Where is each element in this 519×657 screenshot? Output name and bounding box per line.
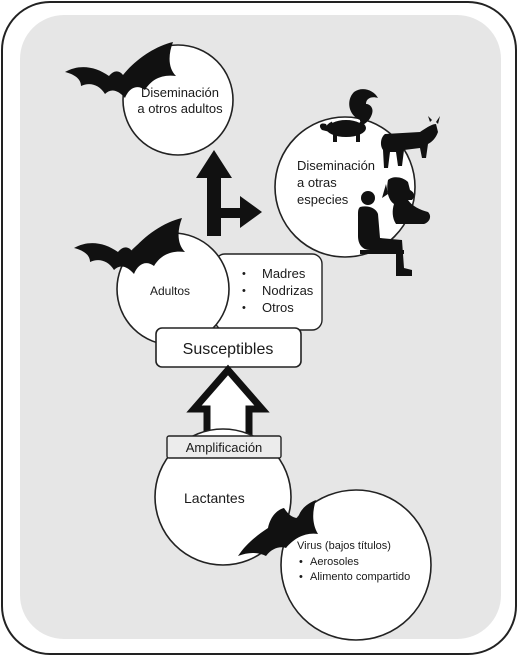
adult-type-item: Madres [262,266,306,281]
lactantes-label: Lactantes [184,490,245,506]
dissemination-species-line2: a otras [297,175,337,190]
dissemination-adults-line1: Diseminación [141,85,219,100]
amplification-box [166,435,282,459]
lactantes-circle [154,428,292,566]
bullet: • [299,571,303,583]
adults-label: Adultos [150,284,190,298]
dissemination-species-circle [274,116,416,258]
transmission-circle [280,489,432,641]
amplification-label: Amplificación [186,440,263,455]
bullet: • [299,556,303,568]
dog-icon [382,177,431,224]
cow-icon [380,116,440,168]
susceptibles-label: Susceptibles [183,341,274,358]
dissemination-species-line3: especies [297,192,349,207]
transmission-item: Virus (bajos títulos) [297,540,391,552]
dissemination-species-line1: Diseminación [297,158,375,173]
bullet: • [242,302,246,314]
split-arrow [196,150,262,236]
bat-icon [238,500,318,556]
adult-type-item: Otros [262,300,294,315]
transmission-item: Aerosoles [310,556,359,568]
bullet: • [242,285,246,297]
transmission-item: Alimento compartido [310,571,410,583]
dissemination-adults-line2: a otros adultos [137,101,223,116]
bullet: • [242,268,246,280]
person-icon [358,191,412,276]
adult-type-item: Nodrizas [262,283,314,298]
skunk-icon [319,89,378,142]
